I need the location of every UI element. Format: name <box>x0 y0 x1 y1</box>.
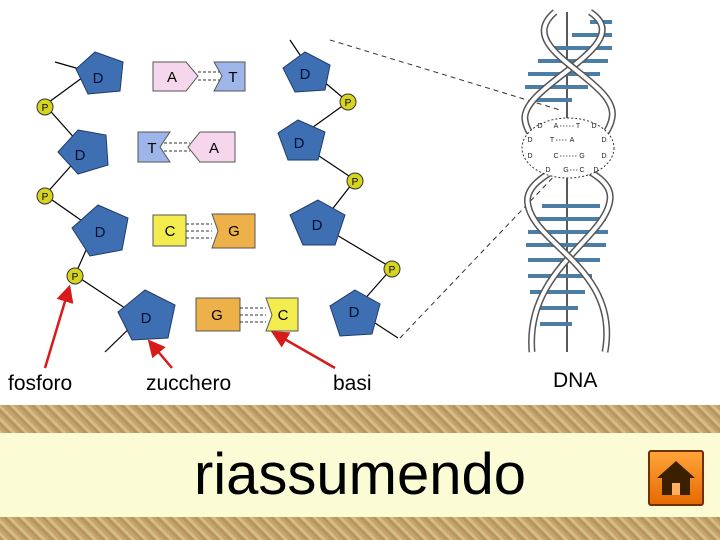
svg-text:T: T <box>550 137 555 144</box>
helix-rungs <box>525 20 612 326</box>
svg-text:D: D <box>537 123 542 130</box>
svg-text:D: D <box>527 153 532 160</box>
base-g-shape <box>195 297 241 332</box>
svg-text:D: D <box>527 137 532 144</box>
base-g-label: G <box>211 307 223 324</box>
label-sugar: zucchero <box>146 372 232 395</box>
svg-text:A: A <box>554 123 559 130</box>
pair-row-1: D A T D <box>75 51 331 95</box>
base-c-shape <box>152 214 187 247</box>
svg-text:A: A <box>570 137 575 144</box>
sugar-label: D <box>294 135 305 152</box>
arrow-sugar <box>147 339 173 369</box>
sugar-label: D <box>300 66 311 83</box>
sugar-shape <box>117 289 176 341</box>
home-button[interactable] <box>648 450 704 506</box>
svg-text:D: D <box>591 123 596 130</box>
phosphate-group: P <box>66 267 84 285</box>
arrow-phosphate <box>43 284 74 369</box>
sugar-shape <box>71 204 129 257</box>
svg-text:P: P <box>42 192 49 203</box>
label-bases: basi <box>333 372 372 395</box>
pair-row-2: D T A D <box>57 119 326 175</box>
svg-text:G: G <box>579 153 584 160</box>
pair-row-3: D C G D <box>71 199 346 257</box>
base-a-shape <box>152 61 199 92</box>
svg-text:D: D <box>601 153 606 160</box>
helix-detail-outline <box>521 117 615 179</box>
sugar-shape <box>289 199 346 246</box>
phosphate-group: P <box>36 98 54 116</box>
footer-title: riassumendo <box>193 442 527 507</box>
phosphate-group: P <box>346 172 364 190</box>
svg-text:P: P <box>72 272 79 283</box>
dna-structure-diagram: D A T D D T A D D C G D D <box>36 9 616 370</box>
base-t-shape <box>213 61 246 92</box>
phosphate-group: P <box>383 260 401 278</box>
sugar-shape <box>75 51 124 95</box>
label-phosphate: fosforo <box>8 372 73 395</box>
guide-line-top <box>329 39 561 111</box>
sugar-label: D <box>312 217 323 234</box>
base-g-label: G <box>228 223 240 240</box>
base-a-label: A <box>209 140 219 157</box>
sugar-shape <box>57 129 109 175</box>
sugar-label: D <box>75 147 86 164</box>
base-t-label: T <box>228 69 237 86</box>
svg-text:G: G <box>563 167 568 174</box>
footer-band: riassumendo <box>0 433 720 517</box>
guide-line-bottom <box>399 169 561 339</box>
sugar-shape <box>277 119 326 161</box>
svg-text:T: T <box>576 123 581 130</box>
base-g-shape <box>211 213 256 249</box>
pair-row-4: D G C D <box>117 289 381 341</box>
sugar-label: D <box>141 310 152 327</box>
base-c-label: C <box>278 307 289 324</box>
phosphate-group: P <box>339 93 357 111</box>
footer-bar: riassumendo <box>0 405 720 540</box>
svg-text:P: P <box>389 265 396 276</box>
svg-text:C: C <box>553 153 558 160</box>
svg-text:P: P <box>352 177 359 188</box>
base-t-label: T <box>147 140 156 157</box>
arrow-bases <box>270 331 336 370</box>
base-a-label: A <box>167 69 177 86</box>
base-t-shape <box>137 131 171 163</box>
svg-text:D: D <box>593 167 598 174</box>
sugar-label: D <box>95 224 106 241</box>
sugar-label: D <box>349 304 360 321</box>
base-c-label: C <box>165 223 176 240</box>
label-dna: DNA <box>553 369 598 392</box>
sugar-shape <box>329 289 381 337</box>
svg-text:C: C <box>579 167 584 174</box>
double-helix: D A T D D T A D D C G D D G C D <box>521 9 616 353</box>
home-icon <box>657 461 695 495</box>
svg-text:P: P <box>42 103 49 114</box>
svg-text:P: P <box>345 98 352 109</box>
sugar-shape <box>282 51 331 93</box>
base-c-shape <box>265 297 299 332</box>
svg-text:D: D <box>545 167 550 174</box>
sugar-label: D <box>93 70 104 87</box>
base-a-shape <box>187 131 236 163</box>
phosphate-group: P <box>36 187 54 205</box>
svg-text:D: D <box>601 137 606 144</box>
